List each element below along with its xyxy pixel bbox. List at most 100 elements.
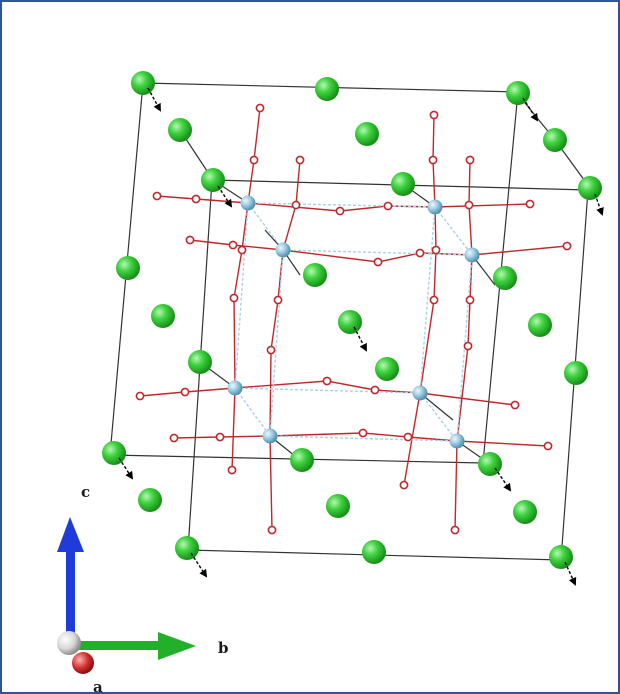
green-blue-bonds: [179, 92, 591, 465]
small-red-atom: [403, 432, 413, 442]
small-red-atom: [185, 235, 195, 245]
large-green-atom: [168, 118, 192, 142]
small-red-atom: [322, 376, 332, 386]
large-green-atom: [513, 500, 537, 524]
large-green-atom: [131, 71, 155, 95]
large-green-atom: [102, 441, 126, 465]
small-red-atom: [525, 199, 535, 209]
small-red-atom: [543, 441, 553, 451]
small-red-atom: [399, 480, 409, 490]
medium-blue-atom: [464, 247, 480, 263]
small-red-atom: [152, 191, 162, 201]
small-red-atom: [255, 103, 265, 113]
displacement-arrow: [494, 467, 512, 492]
medium-blue-atom: [412, 385, 428, 401]
large-green-atom: [362, 540, 386, 564]
displacement-arrow: [118, 457, 134, 480]
small-red-atom: [510, 400, 520, 410]
small-red-atom: [358, 428, 368, 438]
large-green-atom: [549, 545, 573, 569]
axes-indicator: c b a: [57, 483, 229, 694]
large-green-atom: [338, 310, 362, 334]
large-green-atom: [303, 263, 327, 287]
blue-bond: [234, 387, 421, 394]
small-red-atom: [415, 248, 425, 258]
small-red-atom: [249, 155, 259, 165]
displacement-arrows: [118, 87, 604, 586]
small-red-atom: [237, 245, 247, 255]
small-red-atom: [295, 155, 305, 165]
b-axis-label: b: [218, 639, 229, 657]
a-axis-label: a: [93, 678, 103, 694]
large-green-atoms: [102, 71, 602, 569]
small-red-atom: [562, 241, 572, 251]
large-green-atom: [375, 357, 399, 381]
medium-blue-atom: [240, 195, 256, 211]
large-green-atom: [188, 350, 212, 374]
large-green-atom: [151, 304, 175, 328]
small-red-atom: [429, 295, 439, 305]
large-green-atom: [116, 256, 140, 280]
large-green-atom: [175, 536, 199, 560]
small-red-atom: [370, 385, 380, 395]
large-green-atom: [493, 266, 517, 290]
blue-bond: [282, 249, 473, 256]
small-red-atom: [463, 341, 473, 351]
small-red-atom: [383, 201, 393, 211]
small-red-atom: [465, 295, 475, 305]
displacement-arrow: [564, 561, 577, 586]
blue-bond: [434, 206, 473, 256]
blue-bond: [269, 435, 458, 442]
small-red-atom: [273, 295, 283, 305]
small-red-atom: [373, 257, 383, 267]
small-red-atom: [291, 200, 301, 210]
small-red-atom: [429, 110, 439, 120]
b-axis-arrow-head: [158, 632, 196, 660]
medium-blue-atom: [262, 428, 278, 444]
small-red-atom: [191, 194, 201, 204]
b-axis-arrow-shaft: [72, 641, 160, 650]
small-red-atom: [335, 206, 345, 216]
small-red-atom: [169, 433, 179, 443]
medium-blue-atoms: [227, 195, 480, 449]
large-green-atom: [326, 494, 350, 518]
small-red-atoms: [135, 103, 572, 535]
medium-blue-atom: [275, 242, 291, 258]
small-red-atom: [215, 432, 225, 442]
blue-bond: [247, 202, 436, 208]
displacement-arrow: [522, 97, 539, 122]
red-bond: [269, 159, 301, 531]
large-green-atom: [315, 77, 339, 101]
small-red-atom: [229, 293, 239, 303]
c-axis-arrow-shaft: [66, 545, 75, 635]
small-red-atom: [227, 465, 237, 475]
displacement-arrow: [594, 193, 604, 216]
blue-bond: [419, 392, 458, 442]
large-green-atom: [578, 176, 602, 200]
axes-origin: [57, 631, 81, 655]
medium-blue-atom: [427, 199, 443, 215]
small-red-atom: [228, 240, 238, 250]
large-green-atom: [138, 488, 162, 512]
blue-bond: [234, 202, 249, 389]
medium-blue-atom: [227, 380, 243, 396]
large-green-atom: [355, 122, 379, 146]
small-red-atom: [266, 345, 276, 355]
large-green-atom: [290, 448, 314, 472]
small-red-atom: [465, 155, 475, 165]
displacement-arrow: [217, 185, 233, 208]
large-green-atom: [528, 313, 552, 337]
displacement-arrow: [147, 87, 161, 112]
blue-bond: [456, 254, 473, 442]
c-axis-arrow-head: [57, 517, 84, 552]
small-red-atom: [431, 245, 441, 255]
large-green-atom: [543, 128, 567, 152]
large-green-atom: [391, 172, 415, 196]
small-red-atom: [428, 155, 438, 165]
a-axis-arrow: [72, 652, 94, 674]
large-green-atom: [564, 361, 588, 385]
medium-blue-atom: [449, 433, 465, 449]
small-red-atom: [135, 391, 145, 401]
